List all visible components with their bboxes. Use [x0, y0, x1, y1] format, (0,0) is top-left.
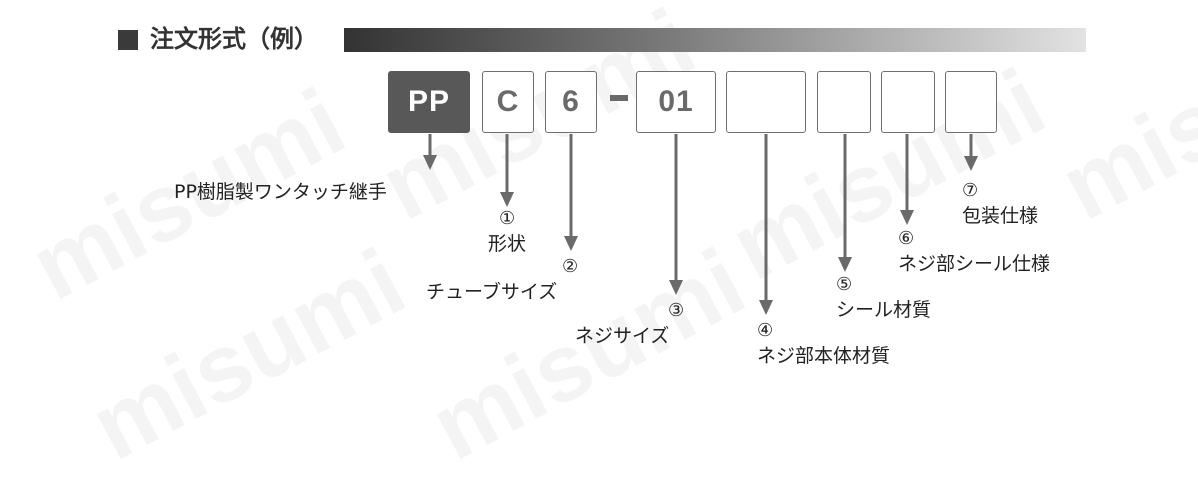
code-box-thread-size: 01 [636, 71, 716, 133]
arrow-tube-size [564, 134, 578, 251]
arrow-product [423, 134, 437, 170]
code-box-packaging [945, 71, 997, 133]
arrow-thread-seal-spec [900, 134, 914, 225]
label-thread-seal-spec: ネジ部シール仕様 [898, 253, 1051, 275]
code-box-thread-body-material [726, 71, 806, 133]
arrow-thread-size [669, 134, 683, 295]
arrow-packaging [964, 134, 978, 171]
label-packaging: 包装仕様 [962, 205, 1039, 227]
code-box-thread-seal-spec [881, 71, 935, 133]
section-header: 注文形式（例） [118, 22, 1086, 56]
label-shape: 形状 [488, 233, 527, 255]
section-title: 注文形式（例） [150, 25, 318, 53]
number-6: ⑥ [898, 228, 915, 249]
arrow-shape [500, 134, 514, 207]
code-separator [610, 95, 628, 101]
number-4: ④ [757, 320, 774, 341]
number-7: ⑦ [962, 180, 979, 201]
label-thread-size: ネジサイズ [575, 325, 670, 347]
square-bullet-icon [118, 30, 138, 50]
label-tube-size: チューブサイズ [426, 281, 558, 303]
code-box-seal-material [817, 71, 871, 133]
arrow-thread-body-material [759, 134, 773, 315]
number-1: ① [499, 208, 516, 229]
code-box-tube-size: 6 [545, 71, 597, 133]
number-3: ③ [668, 300, 685, 321]
title-gradient-bar [344, 28, 1086, 52]
code-box-product: PP [388, 71, 470, 133]
label-thread-body-material: ネジ部本体材質 [757, 345, 891, 367]
number-2: ② [562, 256, 579, 277]
number-5: ⑤ [836, 274, 853, 295]
label-product: PP樹脂製ワンタッチ継手 [174, 181, 387, 203]
code-box-shape: C [482, 71, 534, 133]
arrow-layer [423, 134, 978, 315]
label-seal-material: シール材質 [836, 299, 932, 321]
arrow-seal-material [838, 134, 852, 272]
